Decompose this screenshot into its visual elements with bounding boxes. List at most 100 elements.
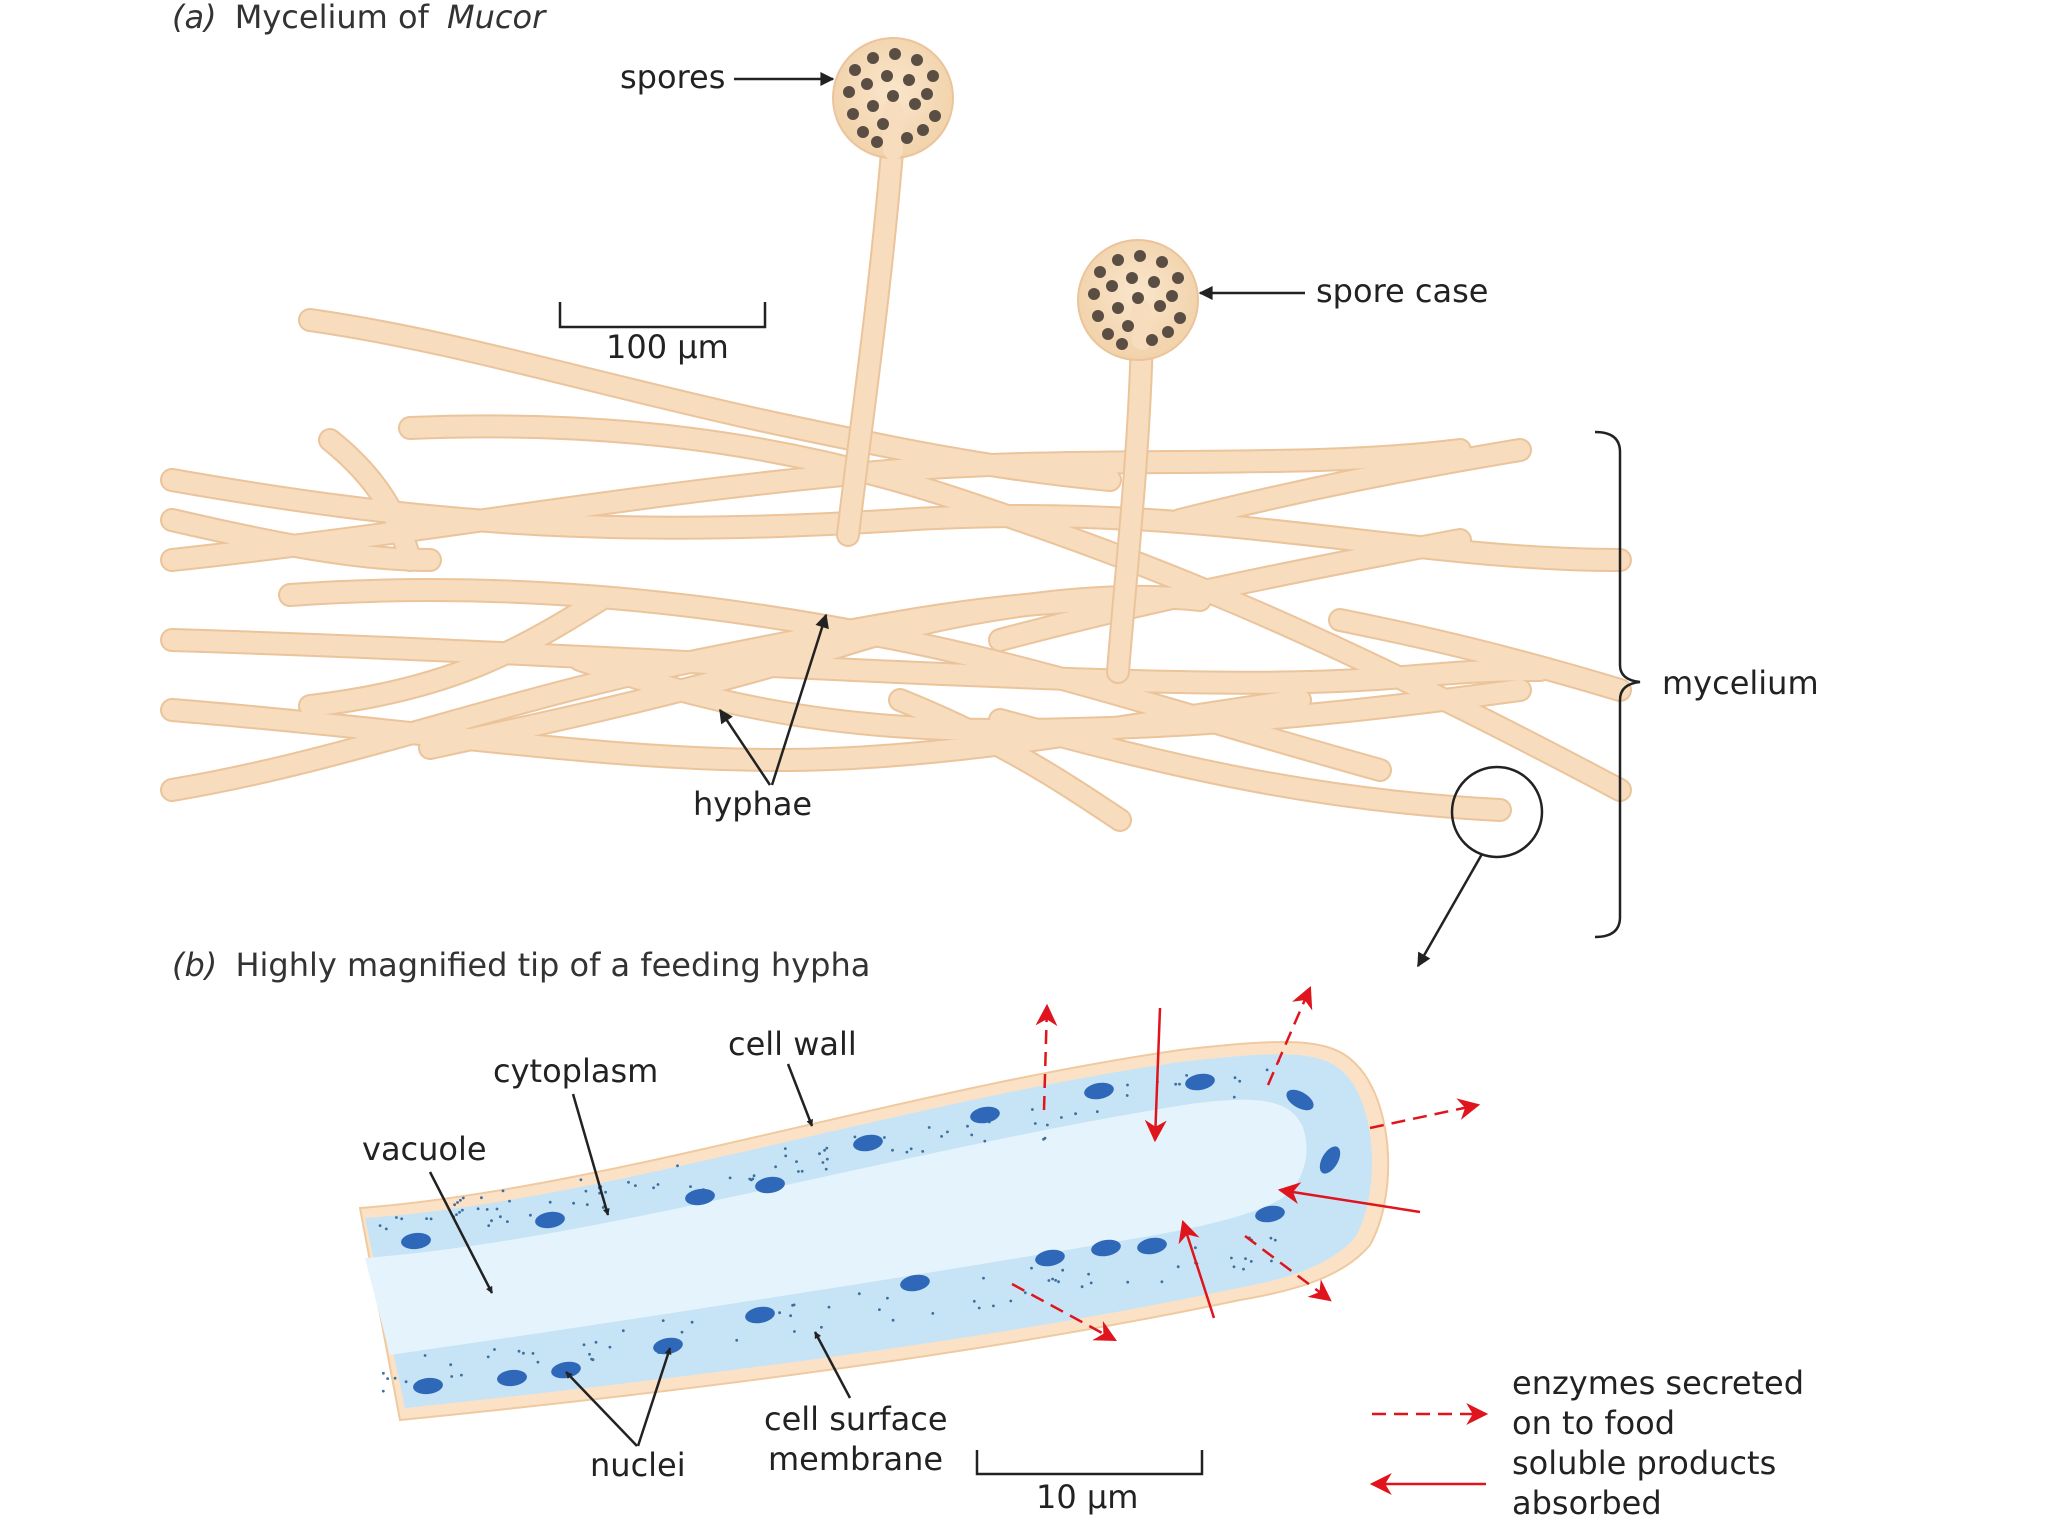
absorption-arrow xyxy=(1144,1007,1167,1143)
granule xyxy=(450,1375,454,1378)
nucleus xyxy=(551,1361,581,1379)
granule xyxy=(1174,1082,1178,1086)
granule xyxy=(857,1292,861,1296)
spore xyxy=(1112,302,1124,314)
magnify-circle xyxy=(1450,765,1544,859)
granule xyxy=(778,1311,781,1315)
granule xyxy=(386,1377,389,1380)
legend-enzymes-line2: on to food xyxy=(1512,1404,1675,1442)
spore xyxy=(927,70,939,82)
spore xyxy=(1122,320,1134,332)
spore xyxy=(1166,290,1178,302)
granule xyxy=(585,1203,589,1206)
granule xyxy=(992,1304,995,1308)
granule xyxy=(970,1133,974,1137)
nucleus xyxy=(853,1134,883,1152)
granule xyxy=(774,1165,777,1169)
absorption-arrow xyxy=(1178,1219,1216,1319)
nucleus xyxy=(413,1377,443,1395)
hypha xyxy=(890,690,1130,830)
granule xyxy=(404,1380,408,1384)
granule xyxy=(508,1199,511,1203)
spore xyxy=(881,70,893,82)
granule xyxy=(820,1325,823,1329)
spore xyxy=(887,90,899,102)
nucleus xyxy=(1084,1082,1114,1100)
granule xyxy=(1023,1291,1027,1295)
spore xyxy=(849,64,861,76)
label-spore-case: spore case xyxy=(1316,272,1488,310)
granule xyxy=(792,1303,796,1307)
mycelium-network xyxy=(160,308,1632,832)
spore xyxy=(857,126,869,138)
granule xyxy=(531,1352,535,1355)
label-membrane-line2: membrane xyxy=(768,1440,943,1478)
granule xyxy=(680,1330,684,1334)
label-hyphae: hyphae xyxy=(693,785,812,823)
spore xyxy=(929,110,941,122)
pointer-hyphae-1 xyxy=(718,708,772,786)
pointer-vacuole xyxy=(428,1171,494,1294)
granule xyxy=(793,1330,796,1333)
granule xyxy=(449,1363,453,1367)
granule xyxy=(425,1217,428,1220)
granule xyxy=(1087,1272,1090,1276)
granule xyxy=(1265,1068,1269,1072)
granule xyxy=(824,1167,828,1171)
hypha xyxy=(1170,440,1530,530)
granule xyxy=(789,1314,792,1318)
spore xyxy=(1102,328,1114,340)
pointer-membrane xyxy=(813,1331,852,1399)
granule xyxy=(1194,1246,1197,1250)
granule xyxy=(584,1189,588,1193)
granule xyxy=(529,1213,532,1217)
hypha xyxy=(300,310,1120,490)
granule xyxy=(582,1343,586,1347)
sporangiophore-left xyxy=(832,37,954,547)
granule xyxy=(1270,1259,1273,1263)
granule xyxy=(1185,1074,1188,1077)
legend: enzymes secreted on to food soluble prod… xyxy=(1369,1364,1804,1522)
granule xyxy=(783,1147,787,1150)
transport-arrows xyxy=(1011,985,1481,1342)
spore xyxy=(917,124,929,136)
granule xyxy=(1089,1281,1093,1285)
hypha xyxy=(320,430,420,570)
granule xyxy=(931,1312,935,1315)
granule xyxy=(1230,1256,1233,1260)
spore xyxy=(1146,334,1158,346)
label-mycelium: mycelium xyxy=(1662,664,1819,702)
granule xyxy=(382,1371,385,1375)
nucleus xyxy=(745,1306,775,1324)
spore xyxy=(1092,310,1104,322)
nucleus xyxy=(1091,1239,1121,1257)
granule xyxy=(751,1177,755,1181)
spores-cluster-left xyxy=(843,48,941,148)
magnify-pointer xyxy=(1416,853,1484,968)
label-membrane-line1: cell surface xyxy=(764,1400,948,1438)
granule xyxy=(495,1207,499,1211)
scale-bar-b: 10 μm xyxy=(975,1450,1204,1516)
granule xyxy=(825,1146,829,1150)
scale-bar-a: 100 μm xyxy=(558,302,767,366)
granule xyxy=(594,1340,598,1344)
hypha xyxy=(300,590,610,716)
nucleus xyxy=(1035,1249,1065,1267)
granule xyxy=(752,1174,756,1178)
granule xyxy=(461,1208,464,1212)
granule xyxy=(487,1224,491,1227)
nuclei-group xyxy=(401,1073,1341,1395)
spore xyxy=(1116,338,1128,350)
spore xyxy=(1154,300,1166,312)
granule xyxy=(1030,1266,1033,1270)
nucleus xyxy=(970,1106,1000,1124)
enzyme-secretion-arrow xyxy=(1244,1235,1332,1302)
spore xyxy=(1126,272,1138,284)
granule xyxy=(1273,1238,1277,1242)
nucleus xyxy=(1137,1237,1167,1255)
granule xyxy=(1232,1265,1236,1269)
granule xyxy=(493,1348,496,1351)
granule xyxy=(690,1320,694,1324)
granule xyxy=(384,1227,388,1231)
nucleus xyxy=(1185,1073,1215,1091)
